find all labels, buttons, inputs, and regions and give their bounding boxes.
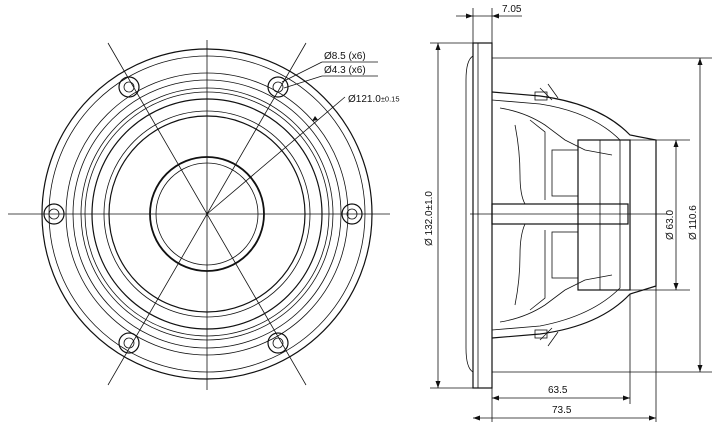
basket-arm-bottom [499, 274, 613, 323]
bolt-circle-label: Ø121.0±0.15 [348, 94, 400, 105]
overall-depth-arrow-right [649, 415, 656, 421]
basket-inner-outline [491, 99, 621, 331]
spider-lower [529, 230, 546, 311]
mounting-hole-left [43, 203, 65, 225]
cone-profile-upper [514, 124, 526, 205]
spider-upper [529, 119, 546, 200]
magnet-body [577, 139, 631, 291]
rear-arrow-top [697, 58, 703, 65]
flange-arrow-right [492, 13, 499, 19]
mounting-hole-bottom-left [118, 332, 140, 354]
rear-diameter-label: Ø 110.6 [688, 205, 699, 240]
diameter-arrow-top [435, 43, 441, 50]
mounting-hole-label: Ø8.5 (x6) [324, 51, 366, 62]
diameter-arrow-bottom [435, 381, 441, 388]
side-view: 7.05 Ø 132.0±1.0 Ø 63.0 Ø 110.6 63.5 [424, 4, 712, 422]
overall-depth-label: 73.5 [552, 405, 572, 416]
cone-profile-lower [514, 223, 526, 306]
depth-arrow-right [623, 395, 630, 401]
hole-leader-2 [283, 75, 323, 89]
magnet-diameter-label: Ø 63.0 [665, 210, 676, 240]
rear-arrow-bottom [697, 365, 703, 372]
hole-leader-1 [281, 61, 323, 83]
pole-piece-lower [551, 231, 579, 279]
pole-piece-upper [551, 149, 579, 197]
bolt-circle-value: Ø121.0 [348, 94, 381, 105]
flange-plate [472, 42, 493, 389]
front-view: Ø8.5 (x6) Ø4.3 (x6) Ø121.0±0.15 [8, 40, 400, 390]
overall-depth-arrow-left [473, 415, 480, 421]
radius-arrowhead [312, 116, 318, 121]
depth-to-flange-label: 63.5 [548, 385, 568, 396]
mounting-hole-right [341, 203, 363, 225]
magnet-arrow-bottom [673, 283, 679, 290]
mounting-hole-top-right [267, 76, 289, 98]
magnet-arrow-top [673, 140, 679, 147]
depth-arrow-left [492, 395, 499, 401]
basket-outline [491, 91, 657, 339]
bolt-circle-tolerance: ±0.15 [381, 95, 400, 104]
front-surround-profile [465, 55, 474, 373]
terminal-top [534, 83, 559, 101]
flange-thickness-label: 7.05 [502, 4, 522, 15]
bolt-circle-radius-line [206, 96, 346, 215]
flange-arrow-left [466, 13, 473, 19]
terminal-bottom [534, 327, 559, 347]
overall-diameter-label: Ø 132.0±1.0 [424, 191, 435, 246]
mounting-hole-bottom-right [267, 332, 289, 354]
screw-hole-label: Ø4.3 (x6) [324, 65, 366, 76]
basket-arm-top [499, 107, 613, 156]
mounting-hole-top-left [118, 76, 140, 98]
